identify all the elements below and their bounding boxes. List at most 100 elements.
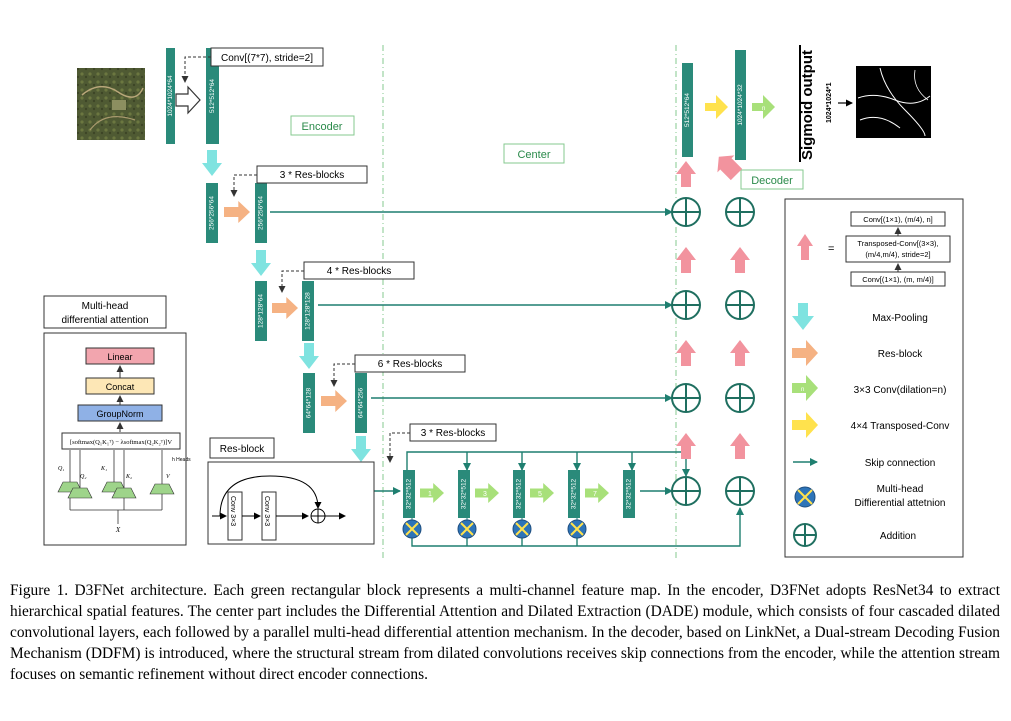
addition-struct-1 bbox=[671, 197, 701, 227]
output-size-label: 1024*1024*1 bbox=[826, 82, 833, 123]
svg-text:128*128*128: 128*128*128 bbox=[305, 292, 312, 330]
legend-skip: Skip connection bbox=[865, 458, 936, 469]
addition-struct-4 bbox=[671, 476, 701, 506]
enc1a-block: 256*256*64 bbox=[206, 183, 218, 243]
center-block-1: 32*32*512 bbox=[403, 470, 415, 518]
resblock-callout-2-label: 4 * Res-blocks bbox=[327, 266, 391, 277]
legend-transconv: 4×4 Transposed-Conv bbox=[851, 421, 950, 432]
legend-maxpool: Max-Pooling bbox=[872, 313, 928, 324]
mhda-v: V bbox=[166, 474, 171, 480]
mhda-k2: K₂ bbox=[125, 474, 132, 480]
final-dilconv-n: n bbox=[762, 106, 765, 112]
legend-mhda-2: Diffierential attetnion bbox=[855, 498, 946, 509]
resblock-arrow-1 bbox=[224, 201, 250, 223]
mhda-heads: h Heads bbox=[172, 457, 191, 463]
legend-addition: Addition bbox=[880, 531, 916, 542]
mhda-panel: Multi-head differential attention Linear… bbox=[43, 295, 191, 546]
legend-up-box-3: (m/4,m/4), stride=2] bbox=[865, 250, 930, 259]
maxpool-arrow-3 bbox=[299, 343, 319, 369]
svg-text:32*32*512: 32*32*512 bbox=[571, 478, 578, 509]
center-block-3: 32*32*512 bbox=[513, 470, 525, 518]
attention-node-1 bbox=[402, 519, 422, 539]
mhda-q2: Q₂ bbox=[80, 474, 86, 480]
svg-text:64*64*256: 64*64*256 bbox=[358, 387, 365, 418]
legend-addition-icon bbox=[793, 523, 817, 547]
resblock-panel: Res-block Conv 3×3 Conv 3×3 bbox=[207, 437, 375, 545]
svg-text:512*512*64: 512*512*64 bbox=[684, 93, 691, 127]
encoder-label-box bbox=[290, 115, 355, 136]
dilconv-arrow-3 bbox=[530, 483, 554, 503]
legend-dilconv-icon bbox=[792, 375, 818, 401]
mhda-linear: Linear bbox=[107, 352, 132, 362]
addition-attn-3 bbox=[725, 383, 755, 413]
input-block: 1024*1024*64 bbox=[166, 48, 175, 144]
resblock-arrow-3 bbox=[321, 390, 347, 412]
legend-dilconv-n: n bbox=[801, 387, 804, 393]
dilconv-arrow-2 bbox=[475, 483, 499, 503]
enc2b-block: 128*128*128 bbox=[302, 281, 314, 341]
legend-up-eq: = bbox=[828, 243, 834, 255]
maxpool-arrow-2 bbox=[251, 250, 271, 276]
attention-node-3 bbox=[512, 519, 532, 539]
resblock-conv1: Conv 3×3 bbox=[229, 496, 236, 526]
legend-resblock: Res-block bbox=[878, 349, 923, 360]
center-dade-module: 32*32*512 32*32*512 32*32*512 32*32*512 32*3… bbox=[402, 470, 635, 539]
decoder-streams bbox=[671, 155, 755, 506]
dec-out-block: 1024*1024*32 bbox=[735, 50, 746, 160]
transconv-arrow bbox=[705, 95, 728, 119]
legend: = Conv[(1×1), (m/4), n] Transposed-Conv[… bbox=[784, 198, 964, 558]
legend-up-box-1: Conv[(1×1), (m/4), n] bbox=[863, 215, 932, 224]
attention-node-4 bbox=[567, 519, 587, 539]
downsample-arrow bbox=[175, 85, 201, 115]
enc2a-block: 128*128*64 bbox=[255, 281, 267, 341]
addition-struct-2 bbox=[671, 290, 701, 320]
sigmoid-label: Sigmoid output bbox=[799, 50, 816, 160]
svg-text:1024*1024*64: 1024*1024*64 bbox=[167, 75, 174, 117]
mhda-x: X bbox=[115, 526, 121, 534]
up-arrow-struct-1 bbox=[676, 247, 696, 273]
mhda-k1: K₁ bbox=[100, 466, 107, 472]
decoder-label-box bbox=[740, 169, 804, 190]
resblock-callout-4-label: 3 * Res-blocks bbox=[421, 428, 485, 439]
up-arrow-struct-2 bbox=[676, 340, 696, 366]
legend-transconv-icon bbox=[792, 412, 818, 438]
maxpool-arrow-4 bbox=[351, 436, 371, 462]
dilconv-arrow-1 bbox=[420, 483, 444, 503]
svg-text:256*256*64: 256*256*64 bbox=[209, 196, 216, 230]
addition-struct-3 bbox=[671, 383, 701, 413]
decoder-label: Decoder bbox=[751, 175, 793, 187]
resblock-arrows bbox=[224, 201, 347, 412]
svg-text:64*64*128: 64*64*128 bbox=[306, 387, 313, 418]
maxpool-arrows bbox=[202, 150, 371, 462]
final-dilconv-arrow bbox=[752, 95, 775, 119]
mhda-concat: Concat bbox=[106, 382, 135, 392]
center-block-2: 32*32*512 bbox=[458, 470, 470, 518]
svg-text:32*32*512: 32*32*512 bbox=[406, 478, 413, 509]
addition-attn-2 bbox=[725, 290, 755, 320]
mhda-groupnorm: GroupNorm bbox=[96, 409, 143, 419]
encoder-label: Encoder bbox=[302, 121, 343, 133]
mhda-q1: Q₁ bbox=[58, 466, 64, 472]
dilation-label-4: 7 bbox=[593, 491, 597, 498]
legend-up-box-2: Transposed-Conv[(3×3), bbox=[857, 239, 938, 248]
up-arrow-struct-top bbox=[676, 161, 696, 187]
resblock-callout-1-label: 3 * Res-blocks bbox=[280, 170, 344, 181]
svg-text:32*32*512: 32*32*512 bbox=[461, 478, 468, 509]
svg-text:1024*1024*32: 1024*1024*32 bbox=[737, 84, 744, 126]
addition-attn-4 bbox=[725, 476, 755, 506]
enc0-block: 512*512*64 bbox=[206, 48, 219, 144]
up-arrow-attn-3 bbox=[730, 433, 750, 459]
svg-text:32*32*512: 32*32*512 bbox=[516, 478, 523, 509]
output-mask-image bbox=[856, 66, 931, 138]
maxpool-arrow-1 bbox=[202, 150, 222, 176]
skip-connections bbox=[270, 208, 744, 547]
dec-top-block: 512*512*64 bbox=[682, 63, 693, 157]
attention-node-2 bbox=[457, 519, 477, 539]
center-block-5: 32*32*512 bbox=[623, 470, 635, 518]
svg-text:512*512*64: 512*512*64 bbox=[209, 79, 216, 113]
dilation-label-1: 1 bbox=[428, 491, 432, 498]
enc1b-block: 256*256*64 bbox=[255, 183, 267, 243]
enc3a-block: 64*64*128 bbox=[303, 373, 315, 433]
up-arrow-attn-top bbox=[717, 155, 743, 181]
legend-mhda-1: Multi-head bbox=[877, 484, 924, 495]
